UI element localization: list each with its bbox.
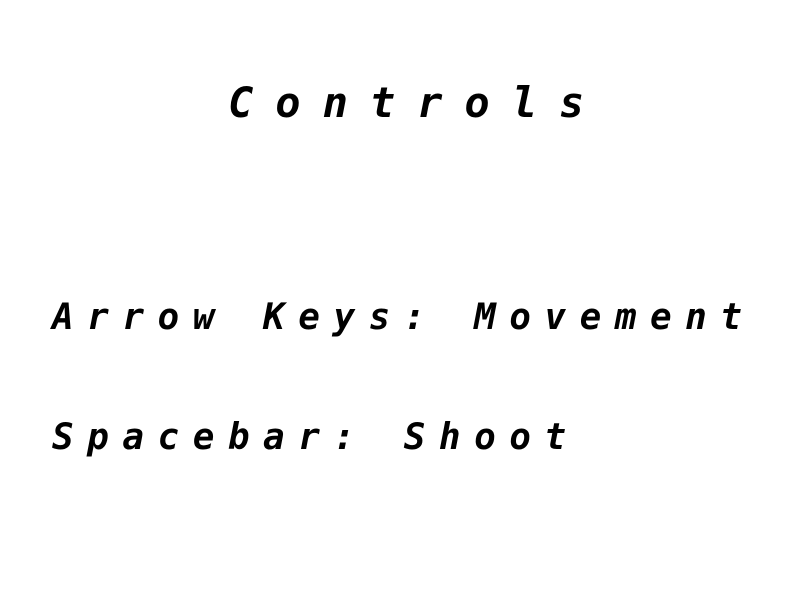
control-movement-text: Arrow Keys: Movement [52,297,756,338]
control-shoot-text: Spacebar: Shoot [52,417,580,458]
screen-title: Controls [228,78,607,127]
